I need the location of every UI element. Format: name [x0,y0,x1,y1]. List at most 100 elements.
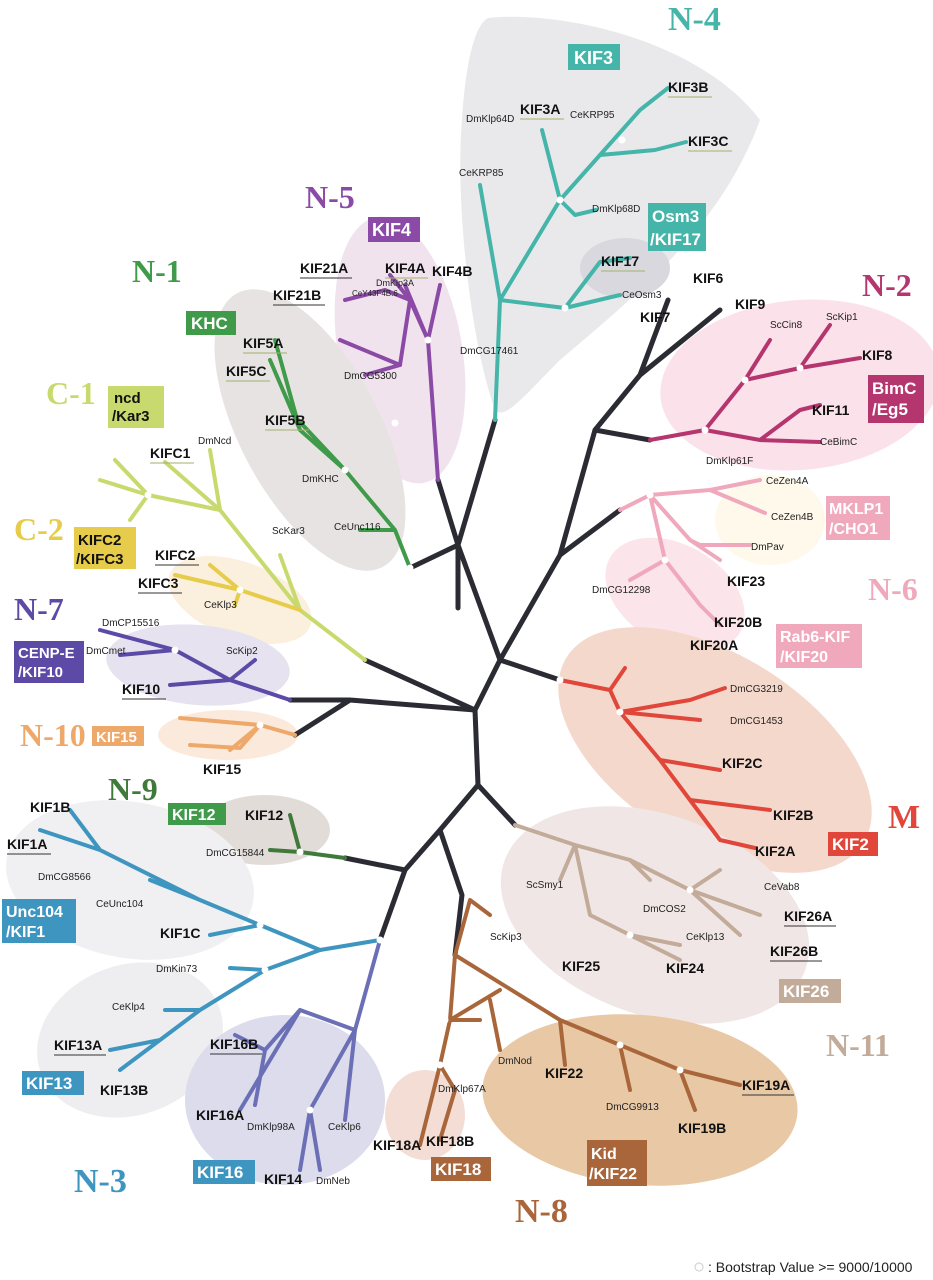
leaf-KIF25: KIF25 [562,958,600,974]
legend-node-icon [694,1262,704,1272]
group-n5: N-5 [305,179,355,215]
node-dot [661,556,669,564]
leaf-KIF3A: KIF3A [520,101,560,117]
box-unc104-line1: Unc104 [6,904,63,921]
group-n1: N-1 [132,253,182,289]
box-kif13-text: KIF13 [26,1074,72,1093]
box-rab6 [776,624,862,668]
branch-n6 [618,478,767,627]
box-rab6-line2: /KIF20 [780,649,828,666]
leaf-ScKip1: ScKip1 [826,312,858,323]
box-ncd [108,386,164,428]
leaf-DmKlp98A: DmKlp98A [247,1122,295,1133]
leaf-KIF2A: KIF2A [755,843,795,859]
clade-bg-kif16 [185,1015,385,1185]
leaf-KIF8: KIF8 [862,347,893,363]
node-dot [616,1041,624,1049]
leaf-DmCG1453: DmCG1453 [730,716,783,727]
clade-bg-n2 [660,299,933,471]
node-dot [256,721,264,729]
branch-trunk [287,297,723,958]
clade-bg-n10 [158,710,298,760]
group-c1: C-1 [46,375,96,411]
box-kif2-text: KIF2 [832,835,869,854]
leaf-DmCG5300: DmCG5300 [344,371,397,382]
clade-bg-n4 [460,16,760,413]
leaf-KIF19A: KIF19A [742,1077,790,1093]
leaf-KIF5A: KIF5A [243,335,283,351]
leaf-KIF20A: KIF20A [690,637,738,653]
leaf-KIF2B: KIF2B [773,807,813,823]
box-bimc-line1: BimC [872,379,916,398]
branch-n4 [478,86,688,422]
leaf-DmPav: DmPav [751,542,784,553]
bold-leaf-labels: KIF3B KIF3C KIF3A KIF17 KIF6 KIF9 KIF7 K… [7,79,893,1187]
box-cenpe [14,641,84,683]
clade-bg-n6 [715,475,825,565]
clade-bg-kif17 [580,238,670,298]
leaf-KIF19B: KIF19B [678,1120,726,1136]
leaf-DmCG3219: DmCG3219 [730,684,783,695]
leaf-KIF16A: KIF16A [196,1107,244,1123]
leaf-KIF1A: KIF1A [7,836,47,852]
box-kif2 [828,832,878,856]
leaf-KIF26B: KIF26B [770,943,818,959]
leaf-KIF21A: KIF21A [300,260,348,276]
leaf-KIF26A: KIF26A [784,908,832,924]
node-dot [701,426,709,434]
box-bimc [868,375,924,423]
leaf-DmKlp61F: DmKlp61F [706,456,753,467]
leaf-DmCmet: DmCmet [86,646,126,657]
leaf-CeKRP95: CeKRP95 [570,110,615,121]
node-dot [341,466,349,474]
node-dot [441,1016,449,1024]
node-dot [561,304,569,312]
box-mklp1-line2: /CHO1 [829,521,878,538]
group-n4: N-4 [668,1,721,38]
leaf-ScKip2: ScKip2 [226,646,258,657]
leaf-CeY43F4B6: CeY43F4B.6 [352,289,398,298]
leaf-KIFC1: KIFC1 [150,445,191,461]
box-kif4-text: KIF4 [372,220,411,240]
leaf-KIF4B: KIF4B [432,263,472,279]
box-kid-line2: /KIF22 [589,1166,637,1183]
box-kif16-text: KIF16 [197,1163,243,1182]
box-ncd-line2: /Kar3 [112,408,150,425]
leaf-DmCOS2: DmCOS2 [643,904,686,915]
node-dot [296,848,304,856]
clade-bg-n8 [482,1014,798,1186]
leaf-KIF21B: KIF21B [273,287,321,303]
box-osm3-line1: Osm3 [652,207,699,226]
node-dot [376,936,384,944]
box-unc104 [2,899,76,943]
node-dot [616,708,624,716]
node-dot [626,931,634,939]
leaf-DmNcd: DmNcd [198,436,231,447]
branch-m [558,666,772,850]
leaf-KIF5B: KIF5B [265,412,305,428]
node-dot [424,336,432,344]
box-kif18 [431,1157,491,1181]
box-kid [587,1140,647,1186]
leaf-CeKlp4: CeKlp4 [112,1002,145,1013]
node-dot [171,646,179,654]
group-n11: N-11 [826,1027,890,1063]
group-labels: N-4 N-5 N-1 N-2 C-1 C-2 N-7 N-10 N-9 N-6… [14,1,920,1230]
box-khc-text: KHC [191,314,228,333]
small-leaf-labels: DmKlp64D CeKRP95 CeKRP85 DmKlp68D CeOsm3… [38,110,858,1187]
box-kif18-text: KIF18 [435,1160,481,1179]
leaf-KIF16B: KIF16B [210,1036,258,1052]
group-n3: N-3 [74,1163,127,1200]
box-kif16 [193,1160,255,1184]
leaf-KIF7: KIF7 [640,309,671,325]
leaf-CeKlp6: CeKlp6 [328,1122,361,1133]
node-dot [556,196,564,204]
leaf-CeZen4B: CeZen4B [771,512,814,523]
group-n10: N-10 [20,717,86,753]
group-n8: N-8 [515,1193,568,1230]
leaf-DmKlp67A: DmKlp67A [438,1084,486,1095]
leaf-CeKlp13: CeKlp13 [686,932,725,943]
leaf-CeUnc116: CeUnc116 [334,522,381,533]
box-osm3 [648,203,706,251]
